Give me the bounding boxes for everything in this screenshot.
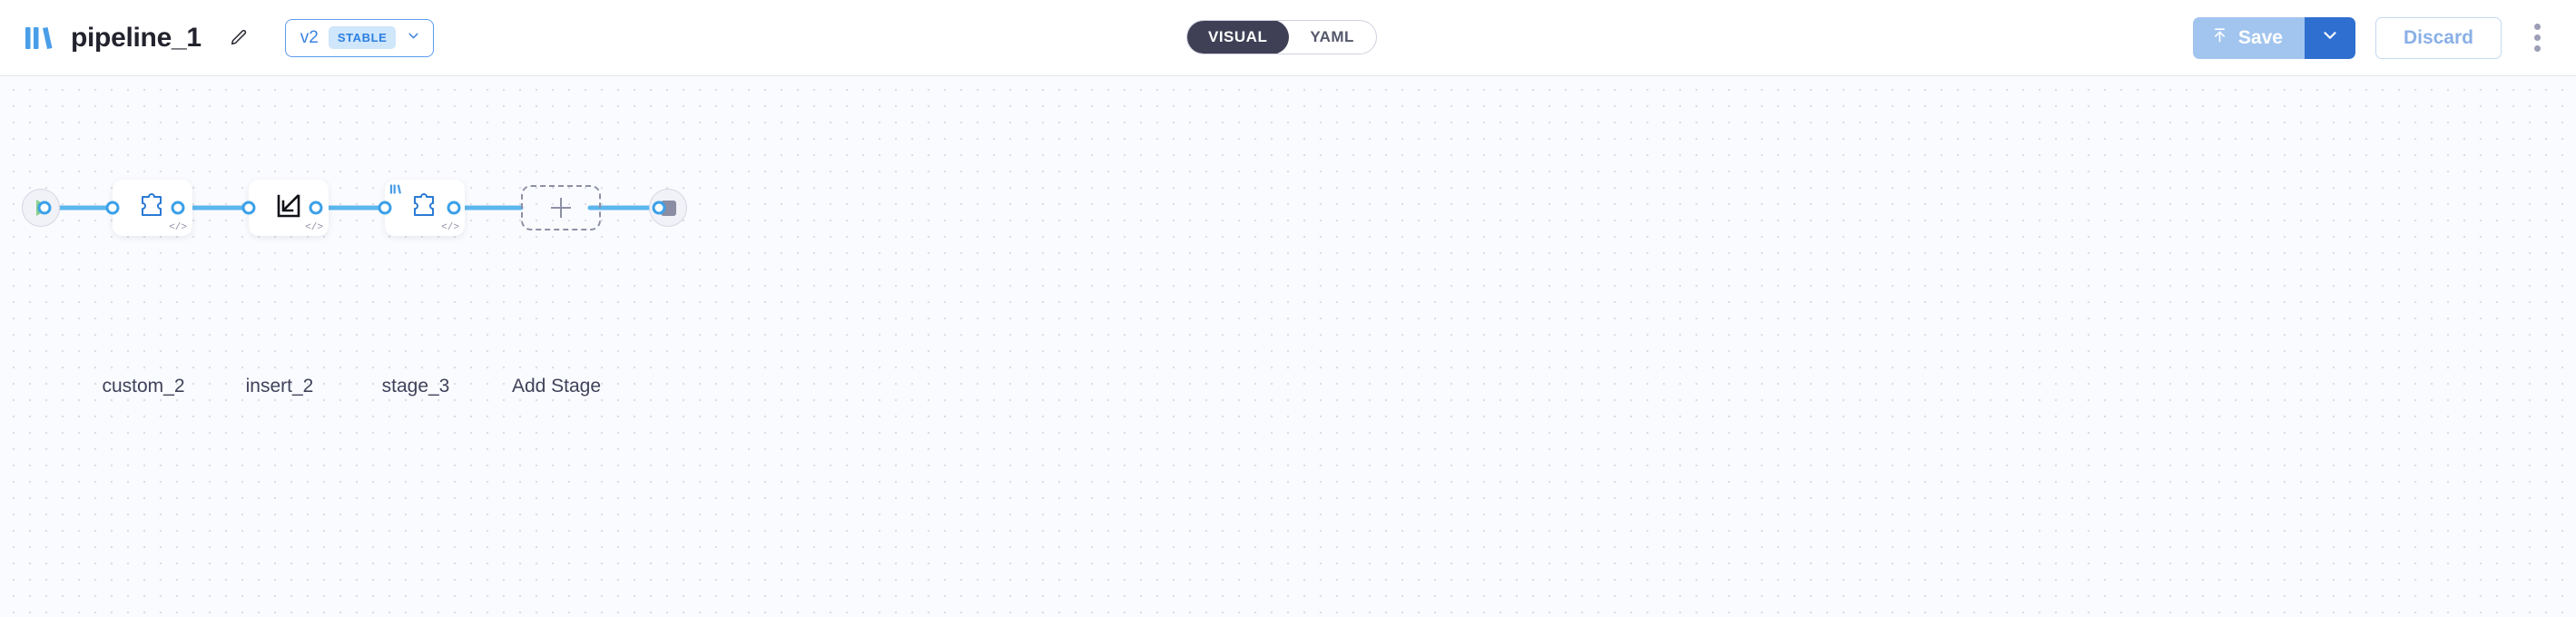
- port-end-in[interactable]: [652, 201, 666, 215]
- status-badge: STABLE: [328, 26, 397, 49]
- port-stage_3-out[interactable]: [447, 201, 461, 215]
- code-badge: </>: [169, 222, 187, 233]
- pipeline-canvas[interactable]: </> custom_2 </> insert_2: [0, 76, 2576, 617]
- puzzle-code-icon: [409, 191, 440, 225]
- kebab-menu-icon[interactable]: [2522, 18, 2552, 58]
- port-insert_2-out[interactable]: [309, 201, 323, 215]
- header-actions: Save Discard: [2192, 16, 2552, 59]
- stage-label-insert_2: insert_2: [245, 376, 314, 397]
- port-stage_3-in[interactable]: [378, 201, 392, 215]
- port-insert_2-in[interactable]: [241, 201, 256, 215]
- save-button[interactable]: Save: [2192, 16, 2305, 59]
- port-custom_2-in[interactable]: [105, 201, 120, 215]
- library-bars-logo-icon: [389, 183, 402, 200]
- port-start-out[interactable]: [37, 201, 52, 215]
- stage-label-custom_2: custom_2: [102, 376, 185, 397]
- page-title: pipeline_1: [71, 22, 202, 53]
- code-badge: </>: [441, 222, 459, 233]
- version-label: v2: [300, 27, 319, 47]
- tab-visual[interactable]: VISUAL: [1186, 21, 1290, 54]
- version-selector[interactable]: v2 STABLE: [284, 18, 435, 57]
- pipeline-graph: </> custom_2 </> insert_2: [0, 76, 1271, 397]
- chevron-down-icon: [2320, 25, 2340, 50]
- library-bars-logo-icon: [24, 24, 54, 52]
- app-header: pipeline_1 v2 STABLE VISUAL YAML Save: [0, 0, 2576, 76]
- puzzle-code-icon: [137, 191, 168, 225]
- code-badge: </>: [305, 222, 323, 233]
- save-button-label: Save: [2237, 26, 2283, 48]
- brand-block: pipeline_1: [24, 23, 254, 54]
- save-dropdown-button[interactable]: [2304, 16, 2355, 59]
- pencil-edit-icon[interactable]: [223, 23, 254, 54]
- stage-label-stage_3: stage_3: [381, 376, 450, 397]
- tab-yaml[interactable]: YAML: [1310, 28, 1354, 45]
- discard-button[interactable]: Discard: [2374, 16, 2502, 59]
- add-stage-button[interactable]: [521, 185, 601, 230]
- plus-icon-vertical: [559, 198, 563, 218]
- save-button-group: Save: [2192, 16, 2355, 59]
- port-custom_2-out[interactable]: [171, 201, 185, 215]
- chevron-down-icon: [406, 28, 421, 48]
- add-stage-label: Add Stage: [511, 376, 602, 397]
- upload-arrow-icon: [2211, 26, 2228, 49]
- view-mode-toggle[interactable]: VISUAL YAML: [1186, 20, 1377, 54]
- insert-arrow-icon: [274, 191, 303, 225]
